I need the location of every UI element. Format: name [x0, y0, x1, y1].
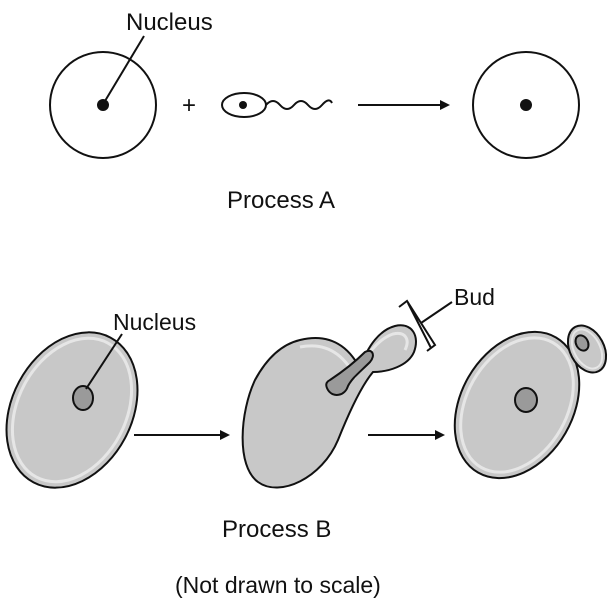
- process-b-nucleus-pointer: [85, 333, 123, 390]
- process-a-caption: Process A: [227, 187, 335, 214]
- sperm-cell: [221, 92, 333, 118]
- zygote-cell: [472, 51, 580, 159]
- sperm-tail: [265, 99, 333, 110]
- process-a-nucleus-label: Nucleus: [126, 9, 213, 36]
- parent-cell-nucleus: [72, 385, 94, 411]
- bud-cell-nucleus: [574, 334, 590, 352]
- process-b-caption: Process B: [222, 516, 331, 543]
- budding-cell-nucleus: [325, 349, 374, 396]
- scale-footnote: (Not drawn to scale): [175, 572, 381, 598]
- parent-cell: [5, 331, 139, 489]
- bud-bracket: [398, 299, 453, 352]
- process-a: Nucleus + Process A: [49, 9, 580, 214]
- plus-sign: +: [182, 92, 196, 119]
- bud-cell: [566, 324, 608, 374]
- budding-cell: [241, 324, 417, 489]
- separated-parent-nucleus: [514, 387, 538, 413]
- egg-nucleus: [97, 99, 109, 111]
- separated-parent-cell: [453, 330, 581, 480]
- process-a-nucleus-pointer: [104, 35, 145, 102]
- process-b-nucleus-label: Nucleus: [113, 309, 196, 335]
- bud-label: Bud: [454, 284, 495, 310]
- zygote-nucleus: [520, 99, 532, 111]
- egg-cell: [49, 51, 157, 159]
- process-b: Nucleus Bud Process B: [5, 284, 608, 543]
